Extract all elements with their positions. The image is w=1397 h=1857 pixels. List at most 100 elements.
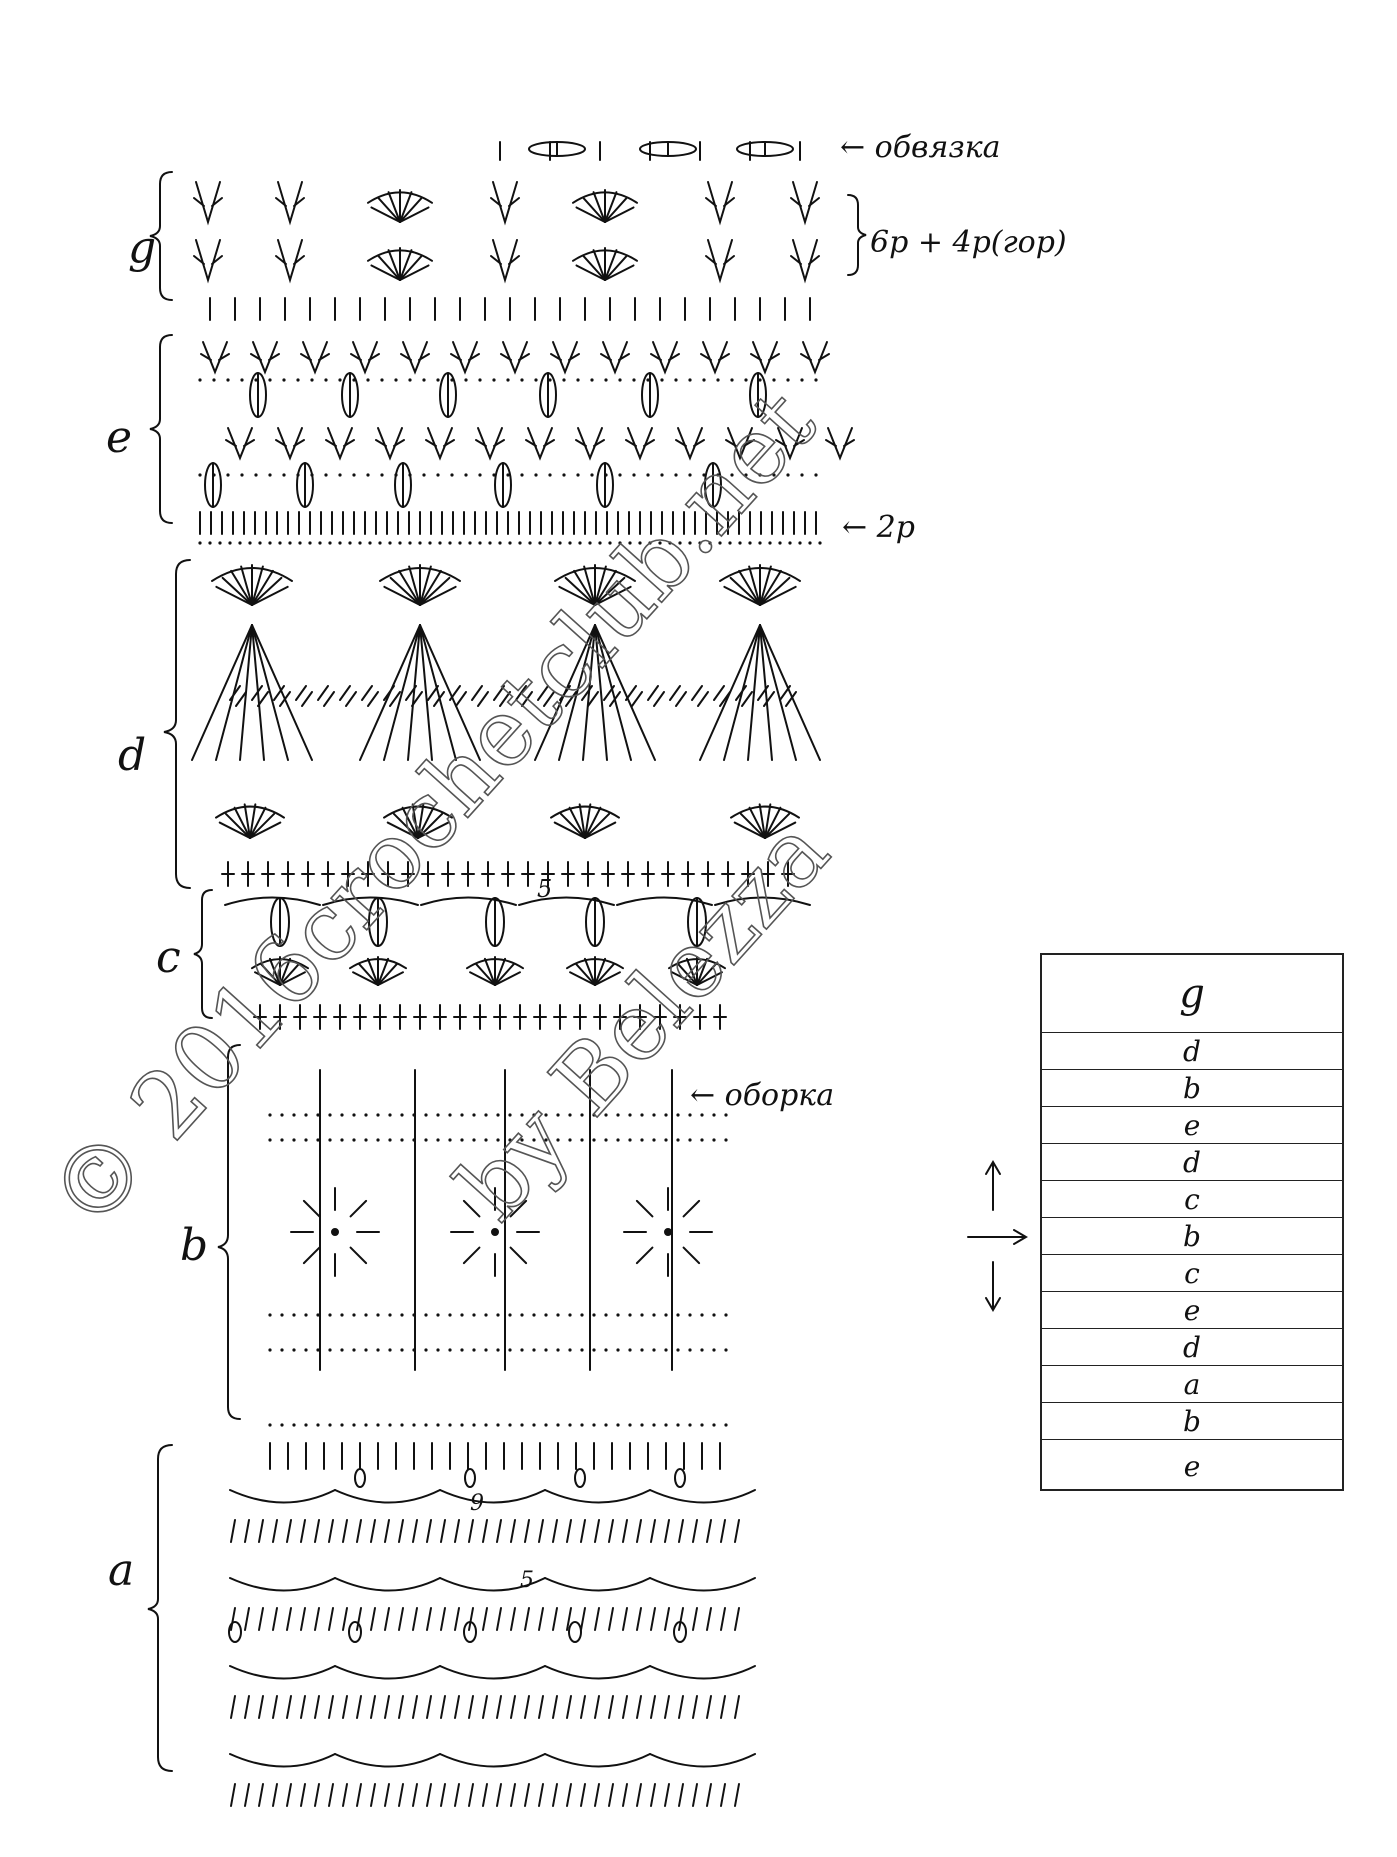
chain-dot — [534, 378, 538, 382]
cross-stitch — [669, 685, 687, 707]
chain-dot — [408, 541, 412, 545]
fan-stitch — [604, 249, 618, 281]
chain-dot — [664, 1423, 668, 1427]
chain-dot — [280, 1313, 284, 1317]
v-stitch-bar — [723, 197, 735, 207]
chain-dot — [292, 1138, 296, 1142]
legend-row: c — [1042, 1180, 1342, 1218]
chain-dot — [478, 541, 482, 545]
shell-stitch — [678, 1695, 684, 1719]
shell-stitch — [482, 1695, 488, 1719]
chain-dot — [364, 1348, 368, 1352]
shell-stitch — [356, 1783, 362, 1807]
chain-dot — [712, 1348, 716, 1352]
v-stitch-bar — [211, 255, 223, 265]
chain-dot — [240, 378, 244, 382]
v-stitch-bar — [825, 439, 837, 447]
v-stitch-bar — [643, 439, 655, 447]
shell-stitch — [356, 1607, 362, 1631]
shell-stitch — [706, 1783, 712, 1807]
chain-dot — [422, 378, 426, 382]
shell-stitch — [342, 1695, 348, 1719]
fan-stitch — [558, 585, 596, 606]
chain-dot — [556, 1113, 560, 1117]
chain-dot — [592, 1348, 596, 1352]
fan-stitch — [249, 806, 267, 839]
fan-stitch — [475, 963, 496, 986]
chain-dot — [604, 1113, 608, 1117]
shell-stitch — [622, 1783, 628, 1807]
fan-stitch — [594, 576, 626, 606]
legend-row: a — [1042, 1365, 1342, 1403]
fan-stitch — [696, 963, 717, 986]
long-stitch — [419, 624, 457, 761]
fan-stitch — [399, 191, 413, 223]
shell-stitch — [286, 1607, 292, 1631]
fan-stitch — [764, 806, 782, 839]
fan-stitch — [583, 957, 596, 986]
v-stitch-bar — [793, 439, 805, 447]
fan-stitch — [569, 971, 596, 986]
chain-dot — [700, 1423, 704, 1427]
v-stitch-bar — [425, 439, 437, 447]
fan-stitch — [696, 957, 709, 986]
section-label-b: b — [180, 1220, 208, 1271]
chain-dot — [508, 541, 512, 545]
chain-dot — [674, 473, 678, 477]
fan-stitch — [483, 957, 496, 986]
v-stitch-bar — [500, 353, 512, 361]
order-legend: g d b e d c b c e d a b e — [1040, 953, 1344, 1491]
v-stitch-bar — [300, 353, 312, 361]
fan-arc — [367, 249, 433, 262]
long-stitch — [558, 624, 596, 761]
chain-dot — [408, 378, 412, 382]
fan-stitch — [564, 576, 596, 606]
v-stitch-bar — [718, 353, 730, 361]
shell-stitch — [510, 1519, 516, 1543]
legend-row: e — [1042, 1291, 1342, 1329]
fan-arc — [730, 805, 800, 819]
shell-stitch — [286, 1695, 292, 1719]
shell-stitch — [286, 1519, 292, 1543]
fan-stitch — [582, 255, 606, 281]
cross-stitch — [603, 685, 621, 707]
shell-stitch — [720, 1607, 726, 1631]
shell-arc — [439, 1489, 546, 1504]
shell-stitch — [468, 1783, 474, 1807]
fan-stitch — [243, 803, 251, 839]
fan-stitch — [604, 191, 618, 223]
shell-stitch — [328, 1695, 334, 1719]
long-stitch — [594, 624, 656, 761]
v-stitch-bar — [490, 255, 502, 265]
fan-stitch — [358, 963, 379, 986]
v-stitch — [552, 341, 578, 375]
shell-stitch — [692, 1519, 698, 1543]
v-stitch-bar — [725, 439, 737, 447]
chain-dot — [388, 1138, 392, 1142]
chain-dot — [450, 378, 454, 382]
chain-dot — [508, 1113, 512, 1117]
v-stitch-bar — [508, 197, 520, 207]
chain-dot — [688, 1113, 692, 1117]
chain-dot — [688, 378, 692, 382]
v-stitch — [195, 239, 221, 284]
chain-dot — [508, 1423, 512, 1427]
chain-dot — [376, 1113, 380, 1117]
chain-dot — [438, 541, 442, 545]
shell-stitch — [608, 1783, 614, 1807]
shell-arc — [334, 1489, 441, 1504]
chain-dot — [328, 1138, 332, 1142]
shell-stitch — [342, 1607, 348, 1631]
chain-dot — [580, 1113, 584, 1117]
chain-dot — [532, 1313, 536, 1317]
chain-dot — [408, 473, 412, 477]
chain-dot — [568, 1313, 572, 1317]
fan-stitch — [387, 249, 401, 281]
chain-dot — [724, 1348, 728, 1352]
chain-dot — [368, 541, 372, 545]
shell-stitch — [580, 1695, 586, 1719]
v-stitch-bar — [750, 353, 762, 361]
chain-dot — [296, 378, 300, 382]
chain-dot — [484, 1348, 488, 1352]
cross-stitch — [317, 685, 335, 707]
